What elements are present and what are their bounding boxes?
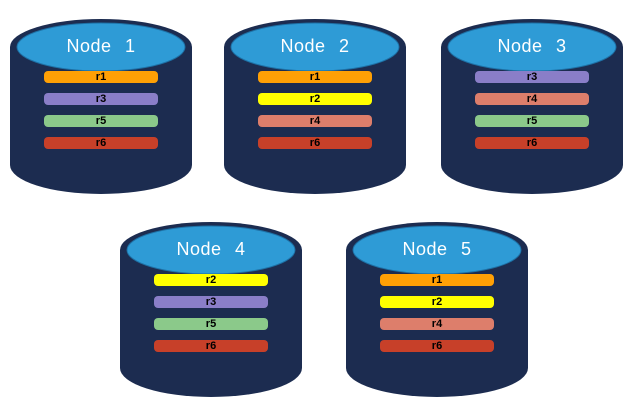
database-cylinder-icon: [224, 19, 406, 194]
partition-bar-r6: r6: [380, 340, 494, 352]
node-title: Node 1: [66, 36, 136, 56]
node-title: Node 3: [497, 36, 567, 56]
node-title: Node 5: [402, 239, 472, 259]
database-cylinder-icon: [346, 222, 528, 397]
node-title: Node 4: [176, 239, 246, 259]
node-2-cylinder: Node 2 r1 r2 r4 r6: [223, 9, 407, 197]
node-5-cylinder: Node 5 r1 r2 r4 r6: [345, 212, 529, 400]
node-title: Node 2: [280, 36, 350, 56]
partition-bar-r2: r2: [380, 296, 494, 308]
node-4-cylinder: Node 4 r2 r3 r5 r6: [119, 212, 303, 400]
partition-label: r6: [309, 137, 321, 149]
partition-label: r2: [309, 93, 321, 105]
partition-bar-r1: r1: [258, 71, 372, 83]
partition-bar-r1: r1: [380, 274, 494, 286]
partition-bar-r5: r5: [475, 115, 589, 127]
partition-bar-r4: r4: [380, 318, 494, 330]
partition-label: r6: [526, 137, 538, 149]
partition-bar-r4: r4: [258, 115, 372, 127]
partition-bar-r6: r6: [258, 137, 372, 149]
partition-label: r3: [526, 71, 538, 83]
partition-label: r4: [309, 115, 321, 127]
node-1-cylinder: Node 1 r1 r3 r5 r6: [9, 9, 193, 197]
database-cylinder-icon: [120, 222, 302, 397]
partition-label: r1: [309, 71, 321, 83]
partition-bar-r6: r6: [475, 137, 589, 149]
partition-label: r3: [95, 93, 107, 105]
partition-bar-r6: r6: [44, 137, 158, 149]
partition-label: r6: [95, 137, 107, 149]
partition-label: r1: [431, 274, 443, 286]
partition-bar-r1: r1: [44, 71, 158, 83]
partition-bar-r5: r5: [44, 115, 158, 127]
database-cylinder-icon: [10, 19, 192, 194]
partition-label: r6: [205, 340, 217, 352]
partition-bar-r3: r3: [475, 71, 589, 83]
partition-label: r2: [205, 274, 217, 286]
partition-bar-r6: r6: [154, 340, 268, 352]
partition-bar-r2: r2: [154, 274, 268, 286]
node-3-cylinder: Node 3 r3 r4 r5 r6: [440, 9, 624, 197]
partition-label: r2: [431, 296, 443, 308]
partition-label: r4: [431, 318, 443, 330]
partition-label: r5: [526, 115, 538, 127]
partition-bar-r2: r2: [258, 93, 372, 105]
partition-label: r1: [95, 71, 107, 83]
partition-bar-r5: r5: [154, 318, 268, 330]
partition-label: r5: [205, 318, 217, 330]
partition-bar-r3: r3: [44, 93, 158, 105]
partition-label: r3: [205, 296, 217, 308]
partition-bar-r4: r4: [475, 93, 589, 105]
partition-label: r4: [526, 93, 538, 105]
partition-bar-r3: r3: [154, 296, 268, 308]
partition-label: r6: [431, 340, 443, 352]
partition-label: r5: [95, 115, 107, 127]
